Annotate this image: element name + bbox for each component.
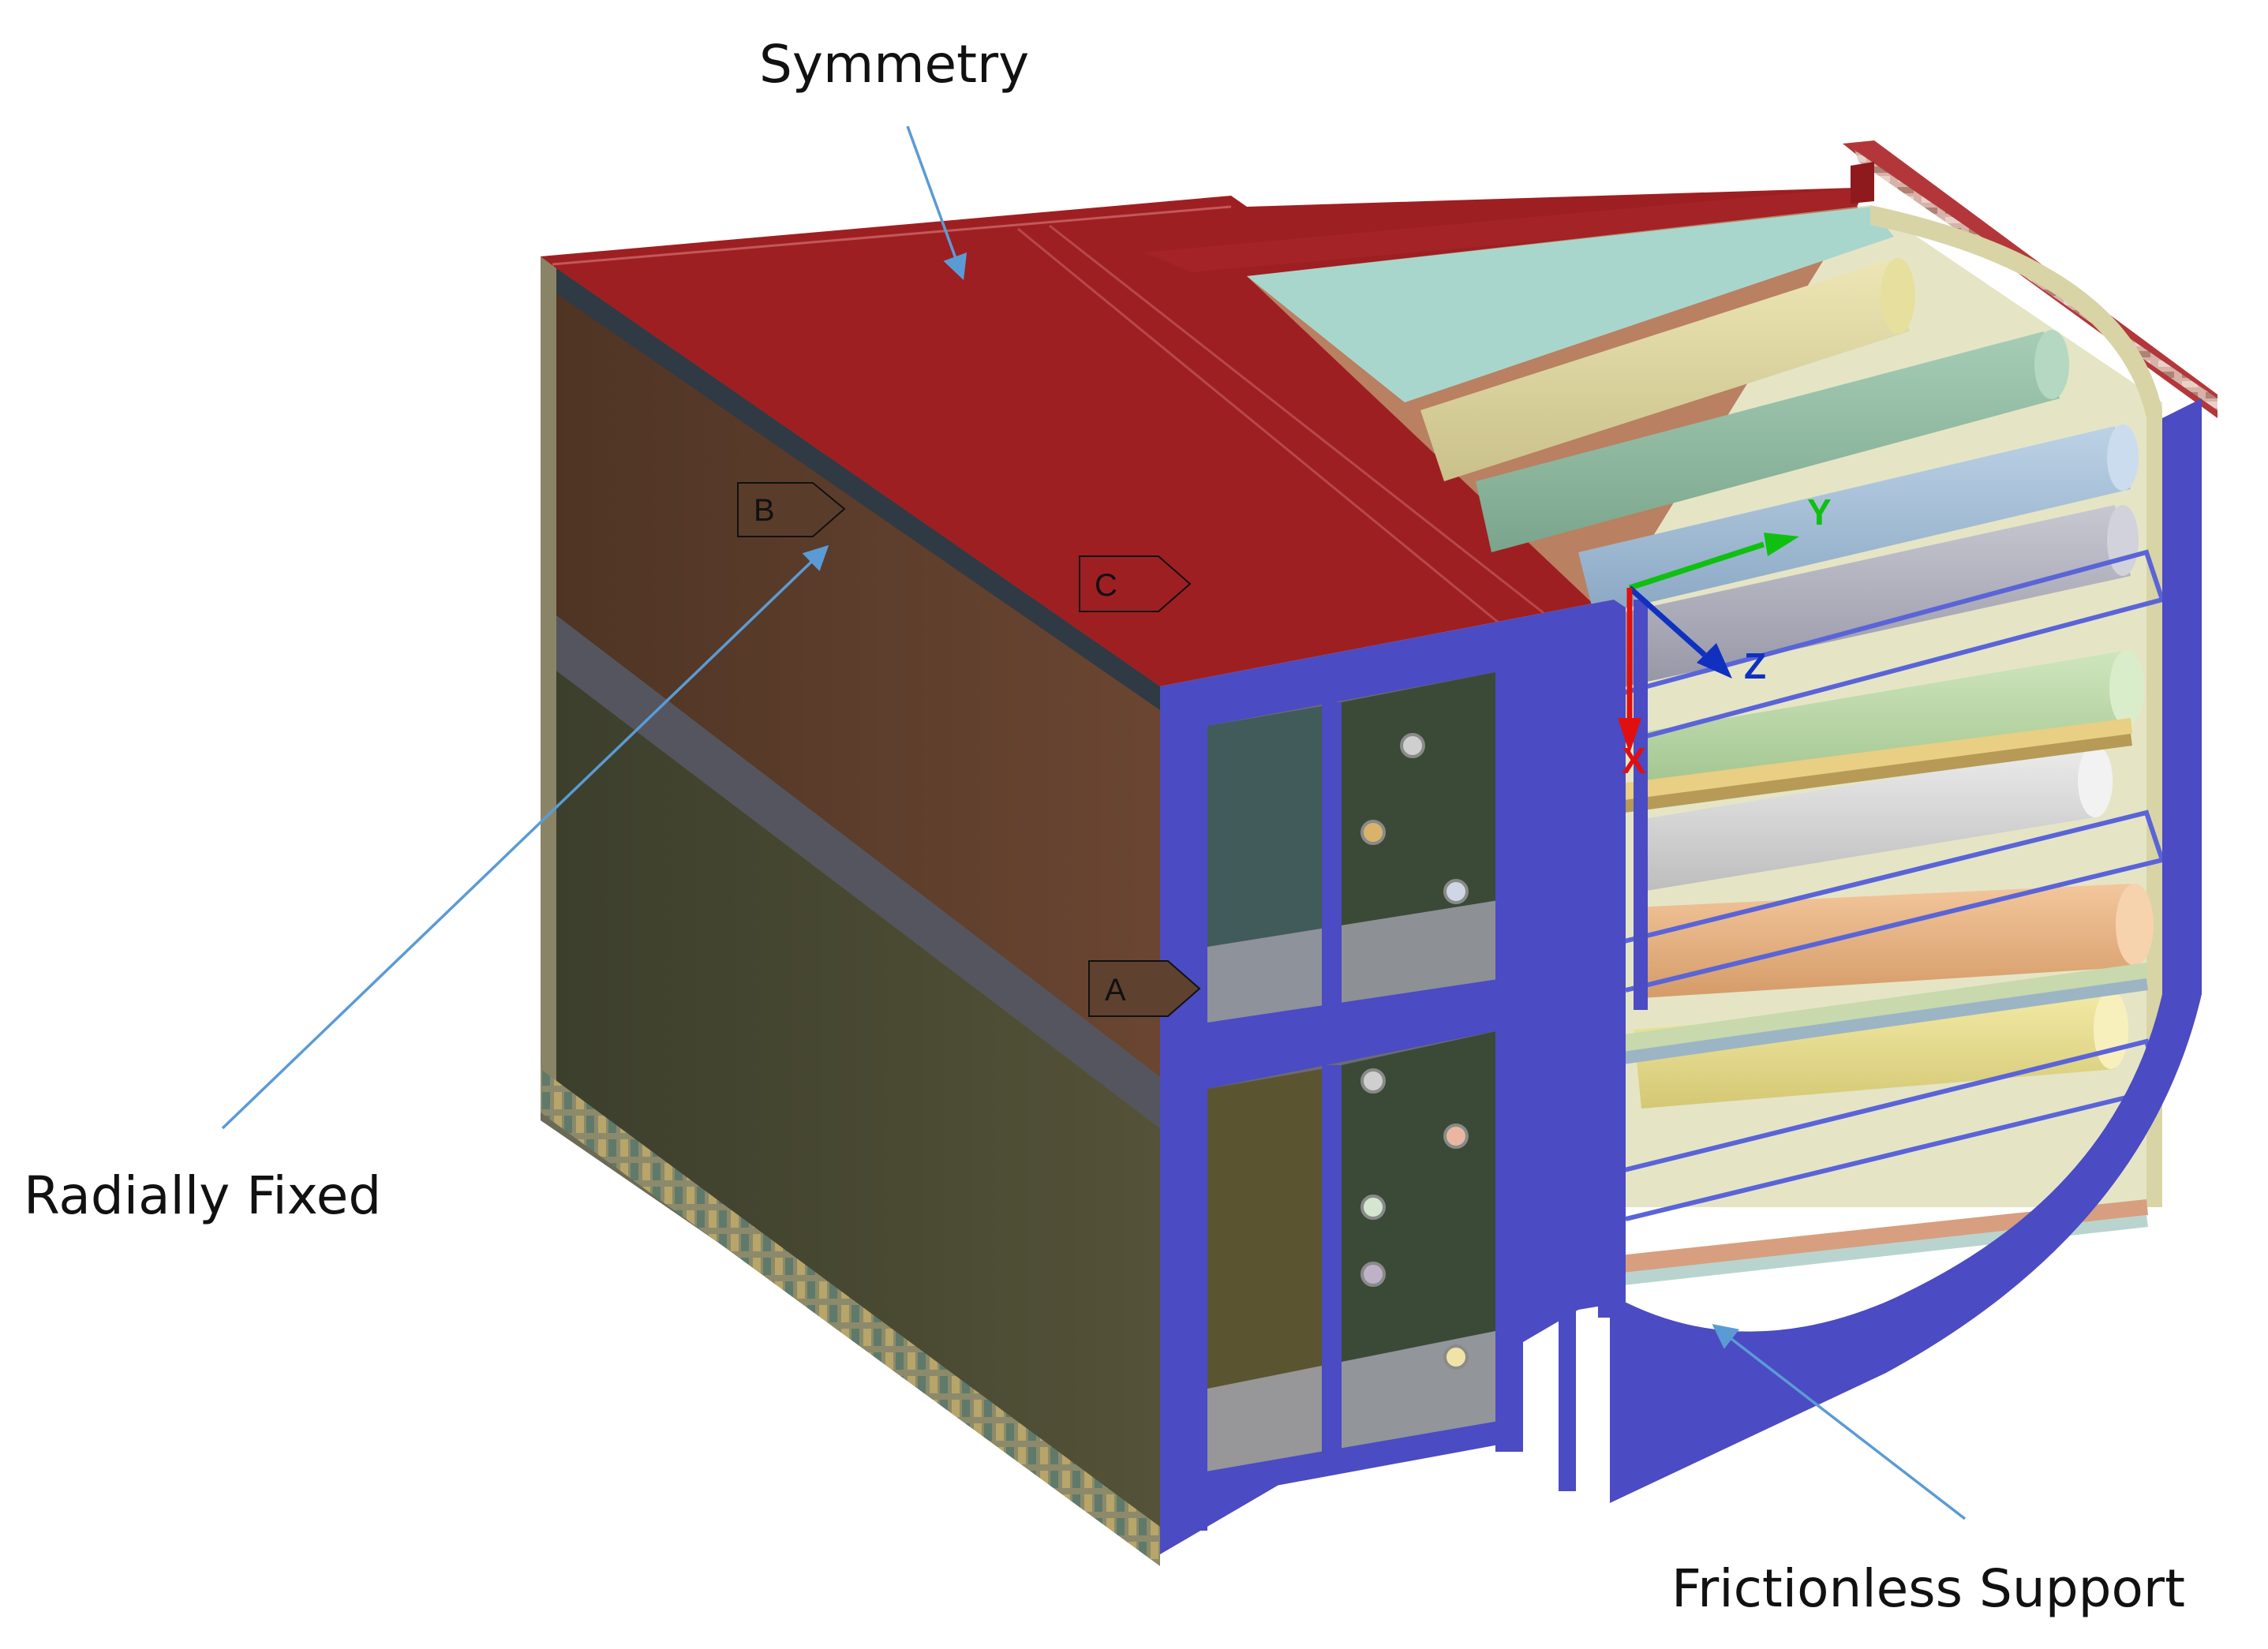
bolt-group: [1360, 733, 1469, 1370]
cylinder-7: [1634, 884, 2154, 998]
tag-c[interactable]: C: [1079, 555, 1192, 612]
cylinder-1: [1420, 258, 1915, 481]
axis-x-label: X: [1622, 740, 1646, 781]
tag-a[interactable]: A: [1088, 960, 1201, 1017]
rod-group: [1515, 549, 2165, 1297]
tag-b-label: B: [754, 493, 775, 528]
cylinder-group: [1420, 258, 2154, 1109]
frictionless-support-label: Frictionless Support: [1671, 1558, 2185, 1619]
radially-fixed-label: Radially Fixed: [24, 1165, 381, 1226]
tag-b[interactable]: B: [737, 482, 846, 537]
symmetry-arrow: [906, 125, 967, 280]
front-compartments: [1160, 671, 1523, 1531]
tag-a-label: A: [1105, 973, 1126, 1008]
axis-triad: Y Z X: [1618, 492, 1832, 781]
cylinder-6: [1634, 745, 2113, 892]
tag-c-label: C: [1095, 568, 1117, 603]
axis-z-label: Z: [1744, 645, 1766, 686]
cylinder-3: [1578, 424, 2139, 615]
frictionless-support-arrow: [1712, 1324, 1967, 1520]
axis-y-label: Y: [1807, 492, 1832, 533]
radially-fixed-arrow: [221, 544, 829, 1130]
callout-arrows: [221, 125, 1967, 1520]
symmetry-label: Symmetry: [759, 34, 1029, 95]
cylinder-2: [1476, 330, 2069, 552]
